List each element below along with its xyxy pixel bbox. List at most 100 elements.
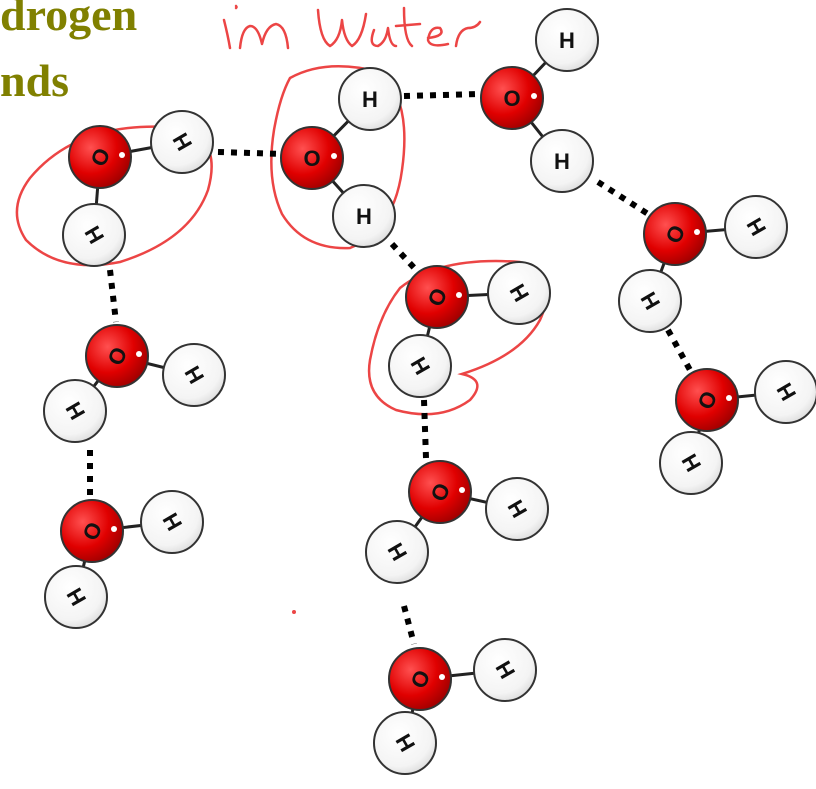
- oxygen-atom-circle: [405, 265, 469, 329]
- hydrogen-atom-circle: [162, 343, 226, 407]
- hydrogen-atom: H: [485, 477, 549, 541]
- hydrogen-atom: H: [388, 334, 452, 398]
- oxygen-highlight: [531, 93, 537, 99]
- oxygen-atom: O: [480, 66, 544, 130]
- hydrogen-atom: H: [530, 129, 594, 193]
- hydrogen-atom: H: [62, 203, 126, 267]
- hydrogen-atom: H: [44, 565, 108, 629]
- hydrogen-atom-circle: [487, 261, 551, 325]
- hydrogen-atom: H: [659, 431, 723, 495]
- oxygen-highlight: [694, 229, 700, 235]
- water-molecule: H H O: [280, 67, 402, 248]
- oxygen-atom: O: [85, 324, 149, 388]
- hydrogen-atom: H: [43, 379, 107, 443]
- hydrogen-atom: H: [150, 110, 214, 174]
- water-molecule: HHO: [388, 261, 551, 398]
- hydrogen-atom-circle: [473, 638, 537, 702]
- oxygen-label: O: [503, 86, 520, 111]
- hydrogen-atom-circle: [754, 360, 816, 424]
- hydrogen-atom: H: [140, 490, 204, 554]
- hydrogen-bond: [107, 269, 119, 323]
- water-molecule: HHO: [62, 110, 214, 267]
- hydrogen-atom-circle: [338, 67, 402, 131]
- oxygen-atom-circle: [408, 460, 472, 524]
- title-line-2: nds: [0, 55, 70, 106]
- bonds-layer: [87, 91, 693, 645]
- oxygen-highlight: [119, 152, 125, 158]
- oxygen-atom: O: [280, 126, 344, 190]
- hydrogen-atom-circle: [659, 431, 723, 495]
- water-molecule: HHO: [618, 195, 788, 333]
- hydrogen-bond: [421, 399, 429, 459]
- oxygen-atom-circle: [280, 126, 344, 190]
- hydrogen-bond: [401, 605, 417, 645]
- hydrogen-label: H: [559, 28, 575, 53]
- hydrogen-atom-circle: [44, 565, 108, 629]
- oxygen-atom: O: [643, 202, 707, 266]
- hydrogen-atom: H: [487, 261, 551, 325]
- hydrogen-atom: H: [535, 8, 599, 72]
- hydrogen-atom: H: [618, 269, 682, 333]
- hydrogen-bond: [217, 149, 285, 157]
- hydrogen-atom-circle: [62, 203, 126, 267]
- water-molecule: H H O: [480, 8, 599, 193]
- oxygen-highlight: [456, 292, 462, 298]
- hydrogen-atom-circle: [618, 269, 682, 333]
- hydrogen-atom-circle: [140, 490, 204, 554]
- hydrogen-atom: H: [338, 67, 402, 131]
- hydrogen-atom: H: [332, 184, 396, 248]
- hydrogen-bond: [596, 179, 650, 217]
- annotation-dot: [292, 610, 296, 614]
- oxygen-atom: O: [408, 460, 472, 524]
- oxygen-atom-circle: [388, 647, 452, 711]
- water-molecule: HHO: [365, 460, 549, 584]
- hydrogen-atom: H: [162, 343, 226, 407]
- water-molecule: HHO: [43, 324, 226, 443]
- hydrogen-atom: H: [754, 360, 816, 424]
- oxygen-atom: O: [68, 125, 132, 189]
- oxygen-atom-circle: [675, 368, 739, 432]
- water-molecule: HHO: [373, 638, 537, 775]
- hydrogen-atom: H: [373, 711, 437, 775]
- circle-annotation-left: [15, 125, 213, 267]
- hydrogen-label: H: [362, 87, 378, 112]
- hydrogen-atom-circle: [373, 711, 437, 775]
- oxygen-atom: O: [388, 647, 452, 711]
- oxygen-label: O: [303, 146, 320, 171]
- hydrogen-atom-circle: [388, 334, 452, 398]
- oxygen-highlight: [726, 395, 732, 401]
- hydrogen-label: H: [554, 149, 570, 174]
- oxygen-highlight: [331, 153, 337, 159]
- hydrogen-atom-circle: [724, 195, 788, 259]
- hydrogen-atom-circle: [332, 184, 396, 248]
- title-line-1: drogen: [0, 0, 138, 40]
- oxygen-highlight: [111, 526, 117, 532]
- handwritten-annotation: [222, 4, 482, 50]
- oxygen-atom: O: [405, 265, 469, 329]
- hydrogen-atom: H: [724, 195, 788, 259]
- hydrogen-atom: H: [473, 638, 537, 702]
- oxygen-highlight: [459, 487, 465, 493]
- hydrogen-bond: [665, 328, 693, 372]
- oxygen-atom: O: [675, 368, 739, 432]
- hydrogen-bond: [403, 91, 481, 99]
- hydrogen-atom: H: [365, 520, 429, 584]
- oxygen-atom-circle: [85, 324, 149, 388]
- hydrogen-atom-circle: [150, 110, 214, 174]
- oxygen-atom-circle: [68, 125, 132, 189]
- hydrogen-atom-circle: [365, 520, 429, 584]
- hydrogen-atom-circle: [535, 8, 599, 72]
- water-molecule: HHO: [659, 360, 816, 495]
- oxygen-highlight: [136, 351, 142, 357]
- oxygen-atom-circle: [60, 499, 124, 563]
- oxygen-atom-circle: [643, 202, 707, 266]
- hydrogen-atom-circle: [43, 379, 107, 443]
- hydrogen-atom-circle: [530, 129, 594, 193]
- hydrogen-label: H: [356, 204, 372, 229]
- oxygen-highlight: [439, 674, 445, 680]
- water-molecule: HHO: [44, 490, 204, 629]
- hydrogen-atom-circle: [485, 477, 549, 541]
- oxygen-atom-circle: [480, 66, 544, 130]
